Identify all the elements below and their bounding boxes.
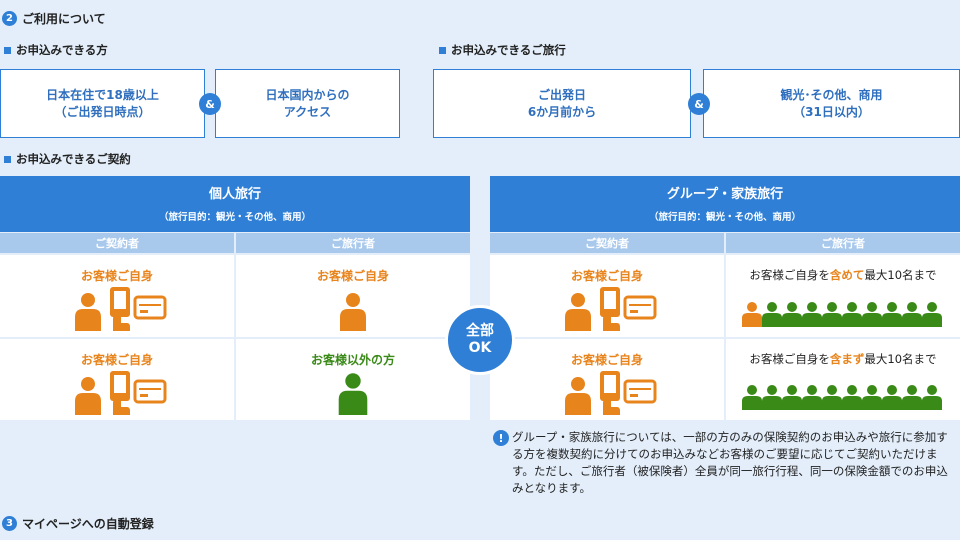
section-number-badge: 3 [2,516,17,531]
section-number-badge: 2 [2,11,17,26]
cell-label: お客様ご自身 [316,269,389,283]
individual-travel-subtitle: （旅行目的：観光・その他、商用） [158,212,311,223]
label-part: 最大10名まで [864,268,937,282]
group-col-traveler: ご旅行者 [726,233,960,253]
cell-label: お客様ご自身 [80,269,153,283]
applicants-heading: お申込みできる方 [4,42,108,58]
exclamation-icon: ! [493,430,509,446]
ok-badge-line1: 全部 [466,323,494,339]
label-part: お客様ご自身を [749,352,830,366]
label-highlight: 含まず [829,352,865,366]
square-bullet-icon [4,46,11,54]
group-travel-subtitle: （旅行目的：観光・その他、商用） [648,212,801,223]
ampersand-icon: & [199,93,221,115]
group-row1-traveler: お客様ご自身を含めて最大10名まで [726,255,960,337]
individual-row1-contractor: お客様ご自身 [0,255,234,337]
ampersand-icon: & [688,93,710,115]
individual-row2-contractor: お客様ご自身 [0,339,234,420]
trip-condition-departure: ご出発日 6か月前から [433,69,691,138]
group-row2-traveler: お客様ご自身を含まず最大10名まで [726,339,960,420]
individual-col-contractor: ご契約者 [0,233,234,253]
applicant-condition-access: 日本国内からの アクセス [215,69,400,138]
contracts-heading: お申込みできるご契約 [4,151,131,167]
cell-label: お客様ご自身を含めて最大10名まで [726,267,960,283]
individual-travel-title: 個人旅行 [208,187,261,202]
trips-heading-text: お申込みできるご旅行 [451,43,566,57]
group-row1-contractor: お客様ご自身 [490,255,724,337]
person-with-phone-and-card-icon [75,287,167,331]
section-title: マイページへの自動登録 [22,517,154,531]
section-title: ご利用について [22,12,106,26]
group-col-contractor: ご契約者 [490,233,724,253]
group-travel-note: グループ・家族旅行については、一部の方のみの保険契約のお申込みや旅行に参加する方… [512,430,948,495]
group-including-self-icon [742,302,942,327]
individual-row2-traveler: お客様以外の方 [236,339,470,420]
cell-label: お客様ご自身を含まず最大10名まで [726,351,960,367]
cell-label: お客様ご自身 [80,353,153,367]
group-row2-contractor: お客様ご自身 [490,339,724,420]
group-excluding-self-icon [742,385,942,410]
square-bullet-icon [439,46,446,54]
trips-heading: お申込みできるご旅行 [439,42,566,58]
group-travel-header: グループ・家族旅行 （旅行目的：観光・その他、商用） [490,176,960,232]
person-icon [338,373,368,415]
contracts-heading-text: お申込みできるご契約 [16,152,131,166]
person-with-phone-and-card-icon [565,287,657,331]
label-part: 最大10名まで [864,352,937,366]
cell-label: お客様ご自身 [570,353,643,367]
ok-badge-line2: OK [468,340,492,356]
applicant-condition-age: 日本在住で18歳以上 （ご出発日時点） [0,69,205,138]
label-part: お客様ご自身を [749,268,830,282]
person-icon [340,293,366,331]
individual-travel-header: 個人旅行 （旅行目的：観光・その他、商用） [0,176,470,232]
applicants-heading-text: お申込みできる方 [16,43,108,57]
cell-label: お客様以外の方 [310,353,395,367]
cell-label: お客様ご自身 [570,269,643,283]
trip-condition-purpose: 観光･その他、商用 （31日以内） [703,69,960,138]
section-2-heading: 2 ご利用について [2,10,106,27]
group-travel-title: グループ・家族旅行 [666,187,784,202]
section-3-heading: 3 マイページへの自動登録 [2,515,154,532]
all-ok-badge: 全部 OK [445,305,515,375]
label-highlight: 含めて [829,268,865,282]
person-with-phone-and-card-icon [75,371,167,415]
individual-col-traveler: ご旅行者 [236,233,470,253]
person-with-phone-and-card-icon [565,371,657,415]
individual-row1-traveler: お客様ご自身 [236,255,470,337]
square-bullet-icon [4,155,11,163]
